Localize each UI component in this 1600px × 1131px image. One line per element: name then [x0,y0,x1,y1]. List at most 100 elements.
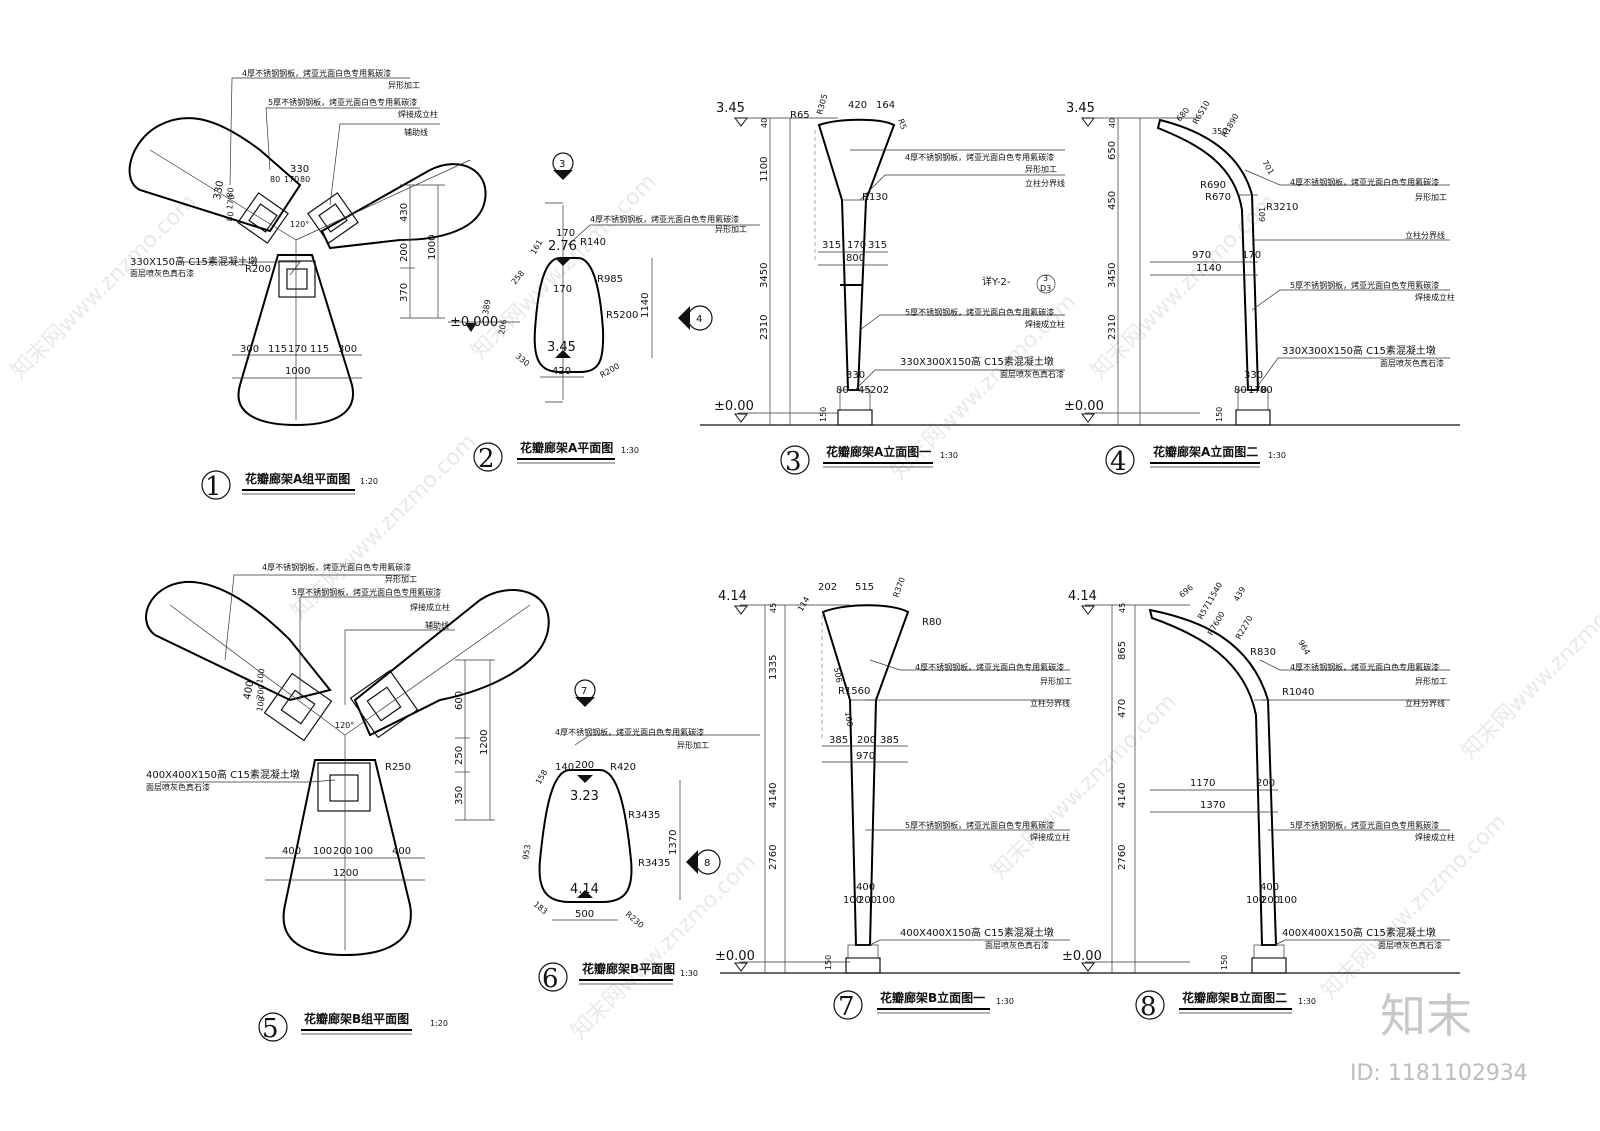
petal-outline [320,163,487,250]
dimension-label: 430 [399,203,410,222]
radius-label: R1560 [838,686,870,697]
drawing-number-circle [538,962,568,992]
material-note: 面层喷灰色真石漆 [1378,940,1442,950]
dimension-label: 206 [497,319,509,336]
dimension-label: 400 [282,846,301,857]
material-note: 面层喷灰色真石漆 [146,782,210,792]
dimension-label: 389 [481,299,493,316]
radius-label: R420 [610,762,636,773]
dimension-label: 330 [290,164,309,175]
dimension-label: 970 [856,751,875,762]
dimension-label: 1335 [768,655,779,680]
dimension-label: 1000 [285,366,310,377]
level-label: ±0.00 [714,399,754,414]
drawing-number: 3 [785,447,802,477]
petal-outline [128,117,302,233]
dimension-label: 80 [225,211,236,223]
dimension-label: 170 [1242,250,1261,261]
material-note: 5厚不锈钢钢板，烤亚光面白色专用氟碳漆 [905,307,1054,317]
drawing-title: 花瓣廊架A立面图一 [826,444,931,459]
dimension-label: 330 [212,180,226,201]
level-label: 4.14 [570,882,599,897]
dimension-label: 350 [1212,127,1227,136]
dimension-label: 1370 [668,830,679,855]
dimension-label: 200 [1261,895,1280,906]
concrete-base [837,409,873,426]
material-note: 立柱分界线 [1025,178,1065,188]
level-marker [734,605,748,615]
dimension-label: 100 [843,895,862,906]
level-marker [1081,605,1095,615]
dimension-label: 164 [876,100,895,111]
dimension-label: 115 [268,344,287,355]
section-marker-label: 3 [559,159,565,170]
radius-label: R1890 [1220,112,1241,139]
drawing-number: 6 [542,964,559,994]
dimension-label: 258 [510,269,527,286]
radius-label: R6510 [1191,99,1212,126]
level-marker [465,323,477,332]
dimension-label: 80 [270,175,280,184]
column-section [318,203,348,233]
dimension-label: 4140 [768,783,779,808]
dimension-label: 450 [1107,191,1118,210]
detail-reference-number: 3 [1043,274,1048,283]
column-foot [1237,389,1269,411]
dimension-label: 202 [818,582,837,593]
leader-line [869,659,1070,671]
material-note: 面层喷灰色真石漆 [985,940,1049,950]
leader-line [265,107,420,171]
dimension-label: 964 [1296,639,1311,657]
dimension-label: 160 [843,711,855,728]
radius-label: R140 [580,237,606,248]
leader-line [859,314,1065,331]
dimension-label: 170 [847,240,866,251]
leader-line [180,261,301,276]
material-note: 4厚不锈钢钢板，烤亚光面白色专用氟碳漆 [262,562,411,572]
column-base [349,669,419,739]
angle-label: 120° [335,721,354,730]
leader-line [160,779,336,783]
dimension-label: 45 [858,385,871,396]
drawing-4-a-elevation-2: 3.45 ±0.00 4厚不锈钢钢板，烤亚光面白色专用氟碳漆 异形加工 立柱分界… [1064,99,1460,477]
dimension-label: 315 [822,240,841,251]
leader-line [1274,939,1450,946]
level-label: 2.76 [548,239,577,254]
material-note: 异形加工 [1415,676,1447,686]
dimension-label: 200 [399,243,410,262]
drawing-title: 花瓣廊架B组平面图 [304,1011,409,1026]
column-base [237,192,289,244]
dimension-label: 170 [1248,385,1267,396]
material-note: 异形加工 [1025,164,1057,174]
radius-label: R1040 [1282,687,1314,698]
image-id: ID: 1181102934 [1350,1061,1528,1086]
column-section [329,774,359,802]
level-label: ±0.00 [715,949,755,964]
level-marker [555,350,571,358]
drawing-number: 8 [1140,992,1157,1022]
radius-label: R3435 [638,858,670,869]
column-section [286,268,308,290]
radius-label: R985 [597,274,623,285]
level-label: ±0.00 [1064,399,1104,414]
dimension-label: 420 [552,366,571,377]
dimension-label: 45 [769,603,778,613]
column-base [278,260,316,298]
view-marker-label: 8 [704,858,710,869]
drawing-title: 花瓣廊架B立面图一 [880,990,985,1005]
dimension-label: 170 [556,228,575,239]
drawing-number-circle [473,442,503,472]
dimension-label: 3450 [759,263,770,288]
leader-line [567,224,760,246]
radius-label: R670 [1205,192,1231,203]
dimension-label: 470 [1117,699,1128,718]
dimension-label: 45 [1118,603,1127,613]
dimension-label: 370 [399,283,410,302]
helper-line [295,159,471,241]
material-note: 焊接成立柱 [1030,832,1070,842]
dimension-label: 500 [575,909,594,920]
drawing-number: 5 [262,1014,279,1044]
dimension-label: 400 [242,680,256,701]
level-marker [1081,962,1095,972]
dimension-label: 601 [1258,207,1267,222]
